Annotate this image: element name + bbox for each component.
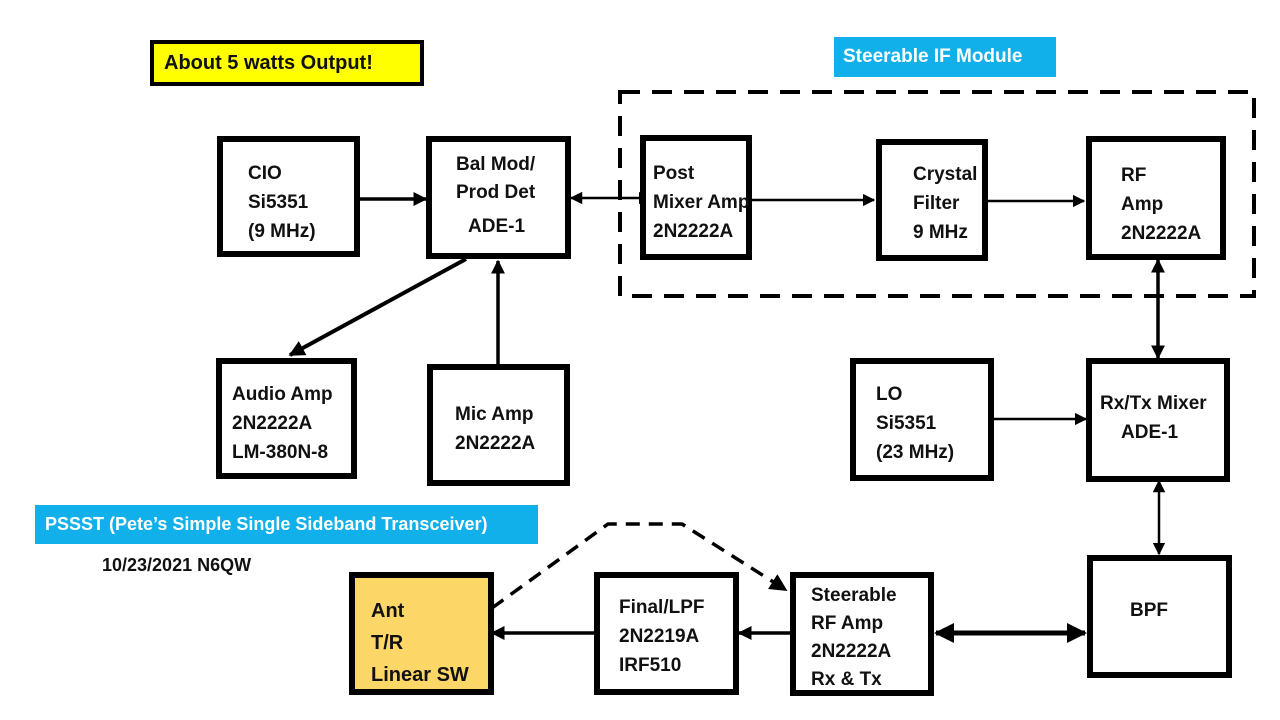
block-line: Ant <box>371 600 405 622</box>
block-line: Amp <box>1121 194 1164 215</box>
block-line: (9 MHz) <box>248 221 316 242</box>
block-antenna-tr-switch: Ant T/R Linear SW <box>349 572 494 695</box>
block-rf-amp: RF Amp 2N2222A <box>1086 136 1226 260</box>
block-line: 2N2219A <box>619 626 700 647</box>
block-line: CIO <box>248 163 282 184</box>
block-line: IRF510 <box>619 655 682 676</box>
project-title: PSSST (Pete’s Simple Single Sideband Tra… <box>35 505 538 544</box>
block-line: Mixer Amp <box>653 192 750 213</box>
block-rx-tx-mixer: Rx/Tx Mixer ADE-1 <box>1086 358 1230 482</box>
block-line: LO <box>876 384 903 405</box>
block-line: Si5351 <box>876 413 937 434</box>
block-line: 9 MHz <box>913 222 968 243</box>
block-line: Linear SW <box>371 664 469 686</box>
block-crystal-filter: Crystal Filter 9 MHz <box>876 139 988 261</box>
block-line: Si5351 <box>248 192 309 213</box>
block-line: 2N2222A <box>653 221 734 242</box>
date-callsign: 10/23/2021 N6QW <box>102 555 252 575</box>
block-line: RF <box>1121 165 1147 186</box>
output-power-note: About 5 watts Output! <box>150 40 424 86</box>
block-line: Steerable <box>811 585 897 606</box>
block-balanced-modulator: Bal Mod/ Prod Det ADE-1 <box>426 136 571 259</box>
connection-ant-steerrf-dashed <box>490 522 788 610</box>
block-line: 2N2222A <box>232 413 313 434</box>
block-line: T/R <box>371 632 404 654</box>
connection-balmod-audio <box>288 257 467 357</box>
block-line: Bal Mod/ <box>456 154 536 175</box>
block-line: LM-380N-8 <box>232 442 329 463</box>
block-steerable-rf-amp: Steerable RF Amp 2N2222A Rx & Tx <box>790 572 934 696</box>
block-line: BPF <box>1130 600 1168 621</box>
block-line: Post <box>653 163 695 184</box>
block-line: Crystal <box>913 164 978 185</box>
block-line: 2N2222A <box>811 641 892 662</box>
block-lo: LO Si5351 (23 MHz) <box>850 358 994 481</box>
block-line: (23 MHz) <box>876 442 955 463</box>
block-post-mixer-amp: Post Mixer Amp 2N2222A <box>640 135 752 260</box>
block-line: Filter <box>913 193 960 214</box>
block-mic-amp: Mic Amp 2N2222A <box>427 364 570 486</box>
block-line: 2N2222A <box>455 433 536 454</box>
block-line: 2N2222A <box>1121 223 1202 244</box>
block-bpf: BPF <box>1087 555 1232 678</box>
block-line: Rx/Tx Mixer <box>1100 393 1207 414</box>
block-cio: CIO Si5351 (9 MHz) <box>217 136 360 257</box>
block-final-lpf: Final/LPF 2N2219A IRF510 <box>594 572 739 695</box>
steerable-if-module-label: Steerable IF Module <box>834 37 1056 77</box>
block-line: Mic Amp <box>455 404 534 425</box>
block-line: Prod Det <box>456 182 536 203</box>
block-line: Final/LPF <box>619 597 705 618</box>
block-line: ADE-1 <box>468 216 526 237</box>
block-audio-amp: Audio Amp 2N2222A LM-380N-8 <box>216 358 357 479</box>
block-line: ADE-1 <box>1121 422 1179 443</box>
block-line: Rx & Tx <box>811 669 882 690</box>
block-line: Audio Amp <box>232 384 333 405</box>
block-line: RF Amp <box>811 613 884 634</box>
